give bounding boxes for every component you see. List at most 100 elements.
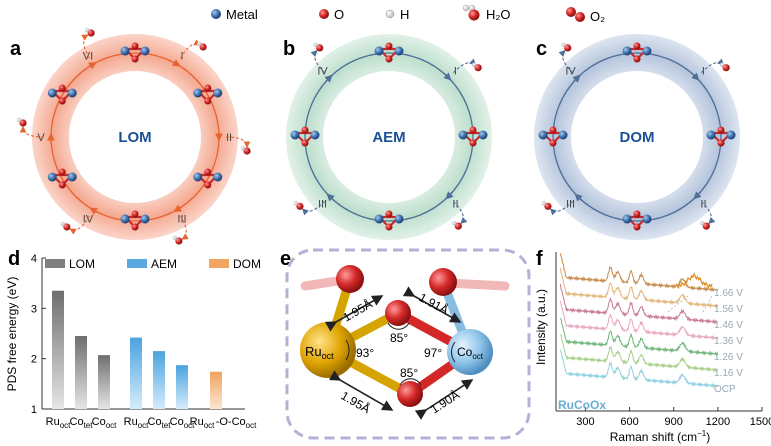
a-cycle-arrow xyxy=(173,204,183,212)
c-step-label: II xyxy=(700,198,706,210)
e-dist-arrow-1 xyxy=(324,295,384,332)
c-intermediate-3 xyxy=(622,210,652,231)
f-x-tick-label: 1200 xyxy=(706,416,730,428)
legend-row: Metal O H H₂O O₂ xyxy=(211,4,605,24)
e-dist-arrow-4 xyxy=(414,379,474,420)
e-angle-4: 85° xyxy=(400,366,418,380)
a-exchange-arrow xyxy=(225,136,251,149)
d-legend-label: DOM xyxy=(233,257,261,271)
a-water-molecule-icon xyxy=(16,117,27,127)
lom-ring-center xyxy=(69,71,201,203)
e-angle-arc-bottom xyxy=(399,378,422,386)
d-category-label: Cooct xyxy=(92,416,118,430)
c-exchange-arrow xyxy=(558,49,574,74)
legend-o2-label: O₂ xyxy=(590,9,605,24)
panel-c-letter: c xyxy=(536,38,547,60)
b-water-molecule-icon xyxy=(471,62,482,72)
a-intermediate-5 xyxy=(47,168,77,189)
a-cycle-arrow xyxy=(87,62,97,70)
e-distance-4: 1.90Å xyxy=(427,387,461,417)
a-exchange-arrow xyxy=(180,39,201,59)
e-angle-2: 93° xyxy=(356,346,374,360)
d-category-label: Ruoct xyxy=(190,416,216,430)
c-exchange-arrow xyxy=(700,200,716,225)
dom-ring-center xyxy=(571,71,703,203)
b-exchange-arrow xyxy=(452,200,468,225)
legend-h-label: H xyxy=(400,7,409,22)
aem-ring-center xyxy=(323,71,455,203)
d-category-label: Cooct xyxy=(170,416,196,430)
a-step-label: III xyxy=(177,213,186,225)
a-step-label: V xyxy=(37,132,45,144)
dom-cycle-path xyxy=(552,52,722,222)
d-category-label: Ruoct xyxy=(124,416,150,430)
o2-molecule-icon xyxy=(566,7,585,22)
f-inset-spectrum xyxy=(675,272,713,290)
c-exchange-arrow xyxy=(700,58,725,74)
f-series-label: 1.16 V xyxy=(714,368,743,379)
panel-b-letter: b xyxy=(283,38,295,60)
a-intermediate-4 xyxy=(120,210,150,231)
d-bar xyxy=(130,337,142,409)
f-y-axis-label: Intensity (a.u.) xyxy=(534,289,548,365)
b-step-label: II xyxy=(452,198,458,210)
e-ru-atom xyxy=(300,322,356,378)
a-intermediate-6 xyxy=(47,84,77,105)
e-bridge-oxygen-top xyxy=(385,300,411,326)
aem-center-label: AEM xyxy=(372,129,405,146)
b-exchange-arrow xyxy=(310,49,326,74)
a-intermediate-2 xyxy=(193,84,223,105)
oxygen-atom-icon xyxy=(319,9,329,19)
panel-f-letter: f xyxy=(536,248,543,270)
f-x-ticks: 30060090012001500 xyxy=(576,407,771,428)
f-x-tick-label: 1500 xyxy=(750,416,771,428)
a-water-molecule-icon xyxy=(172,235,183,245)
b-intermediate-3 xyxy=(374,210,404,231)
a-water-molecule-icon xyxy=(84,27,95,37)
b-intermediate-4 xyxy=(290,126,320,147)
e-ru-label: Ruoct xyxy=(305,344,334,361)
f-series-label: 1.56 V xyxy=(714,304,743,315)
e-dashed-frame xyxy=(285,248,531,440)
panel-d-letter: d xyxy=(8,248,20,270)
e-angle-arc-co xyxy=(451,341,456,363)
d-y-tick-label: 4 xyxy=(31,253,37,265)
c-cycle-arrow xyxy=(691,72,700,81)
c-intermediate-4 xyxy=(538,126,568,147)
panel-a-letter: a xyxy=(10,38,22,60)
legend-h2o-label: H₂O xyxy=(486,7,511,22)
f-x-axis-label: Raman shift (cm−1) xyxy=(610,429,710,444)
legend-o-label: O xyxy=(334,7,344,22)
f-x-tick-label: 600 xyxy=(620,416,638,428)
hydrogen-atom-icon xyxy=(385,9,395,19)
c-cycle-arrow xyxy=(574,193,583,202)
a-water-molecule-icon xyxy=(196,41,207,51)
f-spectrum-line xyxy=(559,349,719,389)
c-water-molecule-icon xyxy=(719,62,730,72)
a-cycle-arrow xyxy=(89,207,99,215)
b-exchange-arrow xyxy=(301,200,326,216)
c-intermediate-1 xyxy=(622,42,652,63)
f-series-label: 1.36 V xyxy=(714,336,743,347)
f-sample-label: RuCoOx xyxy=(558,398,606,412)
d-legend-swatch xyxy=(127,259,147,268)
e-co-atom xyxy=(447,329,493,375)
d-y-tick-label: 1 xyxy=(31,404,37,416)
lom-center-label: LOM xyxy=(118,129,151,146)
e-top-left-oxygen xyxy=(336,265,364,293)
e-top-right-oxygen xyxy=(429,268,457,296)
d-bars xyxy=(52,290,222,409)
d-bar xyxy=(98,355,110,409)
f-spectra xyxy=(559,253,719,389)
f-series-label: 1.66 V xyxy=(714,288,743,299)
d-y-tick-label: 3 xyxy=(31,303,37,315)
c-water-molecule-icon xyxy=(561,42,572,52)
dom-center-label: DOM xyxy=(620,129,655,146)
